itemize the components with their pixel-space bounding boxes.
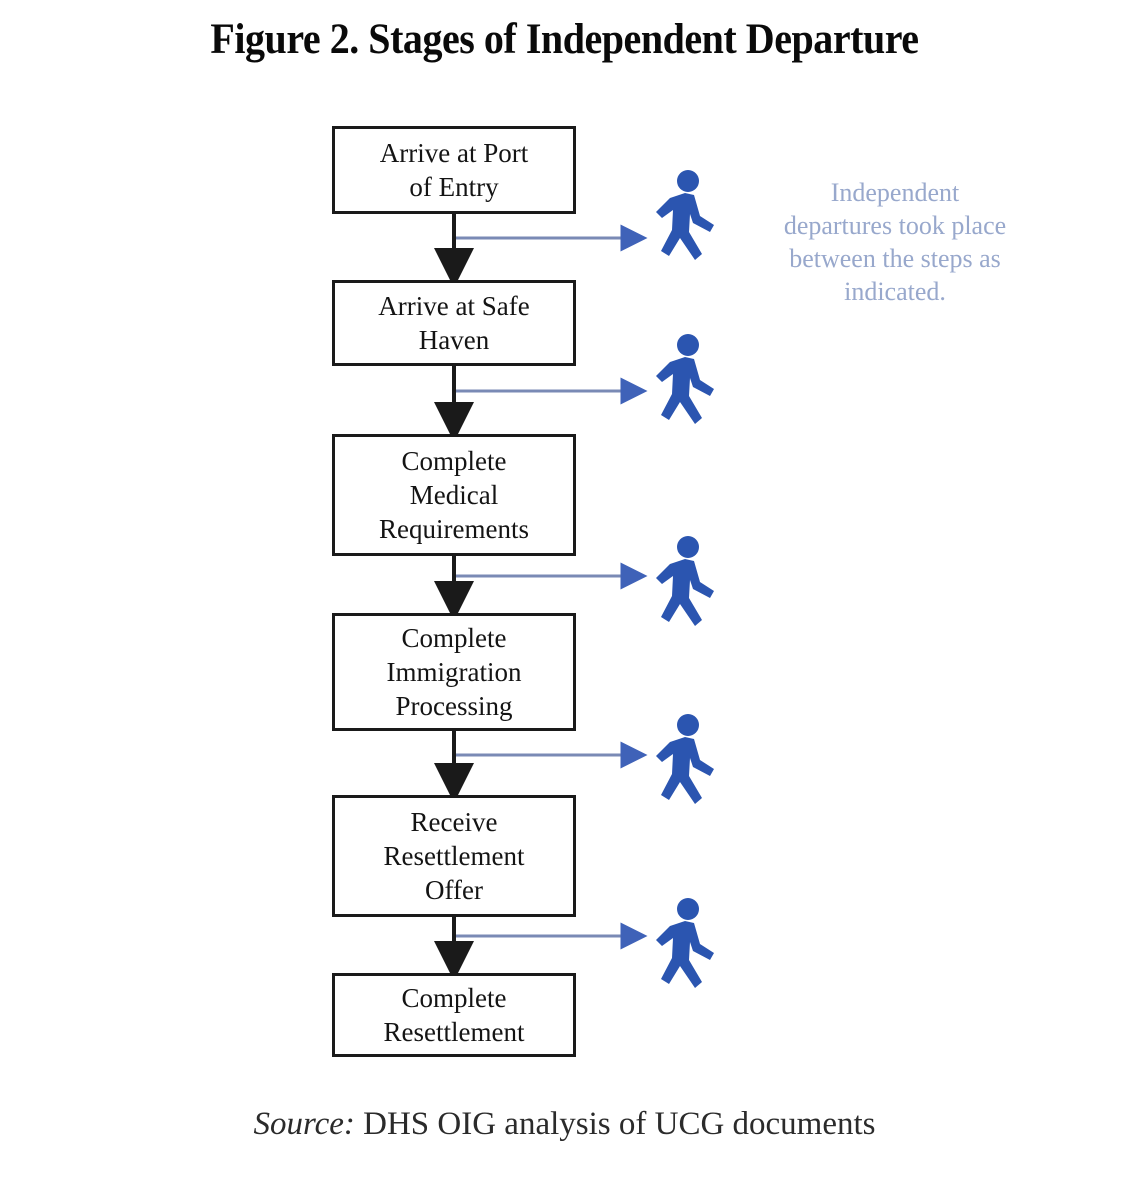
source-value: DHS OIG analysis of UCG documents (354, 1106, 876, 1142)
flow-step-complete-medical-requirements: Complete Medical Requirements (332, 434, 576, 556)
flow-step-complete-resettlement: Complete Resettlement (332, 973, 576, 1057)
flow-step-receive-resettlement-offer: Receive Resettlement Offer (332, 795, 576, 917)
walking-person-icon (656, 714, 714, 804)
flow-step-arrive-safe-haven: Arrive at Safe Haven (332, 280, 576, 366)
flow-step-label: Complete Immigration Processing (386, 623, 522, 721)
departure-annotation-note: Independent departures took place betwee… (783, 178, 1007, 306)
walking-person-icon (656, 334, 714, 424)
walking-person-icon (656, 170, 714, 260)
source-caption: Source: DHS OIG analysis of UCG document… (0, 1103, 1129, 1145)
flow-step-arrive-port-of-entry: Arrive at Port of Entry (332, 126, 576, 214)
source-label: Source: (253, 1106, 355, 1142)
flow-step-label: Arrive at Port of Entry (379, 138, 529, 202)
flow-step-label: Complete Medical Requirements (379, 446, 529, 544)
flow-step-complete-immigration-processing: Complete Immigration Processing (332, 613, 576, 731)
flow-step-label: Receive Resettlement Offer (383, 807, 525, 905)
flow-step-label: Complete Resettlement (383, 983, 525, 1047)
walking-person-icon (656, 898, 714, 988)
flow-step-label: Arrive at Safe Haven (378, 291, 530, 355)
walking-person-icon (656, 536, 714, 626)
page-title: Figure 2. Stages of Independent Departur… (210, 16, 919, 63)
